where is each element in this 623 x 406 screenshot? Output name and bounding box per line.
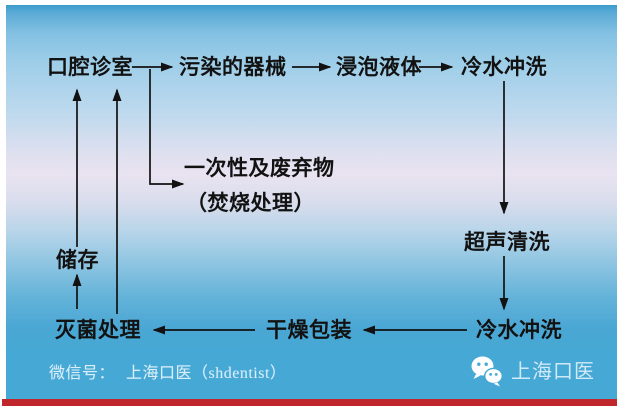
node-contaminated-instruments: 污染的器械 bbox=[179, 55, 287, 79]
node-dry-packaging: 干燥包装 bbox=[266, 318, 352, 342]
brand-signature: 上海口医 bbox=[470, 355, 595, 388]
wechat-account-name: 上海口医（shdentist） bbox=[126, 365, 287, 382]
wechat-id-caption: 微信号： 上海口医（shdentist） bbox=[49, 364, 286, 383]
node-ultrasonic-cleaning: 超声清洗 bbox=[464, 230, 550, 254]
red-divider-bar bbox=[2, 399, 617, 406]
node-storage: 储存 bbox=[56, 248, 99, 272]
arrow-branch-to-disposables bbox=[149, 69, 185, 189]
node-cold-water-rinse-1: 冷水冲洗 bbox=[461, 55, 547, 79]
wechat-icon bbox=[471, 356, 503, 387]
node-sterilization: 灭菌处理 bbox=[55, 318, 141, 342]
node-dental-clinic: 口腔诊室 bbox=[47, 55, 133, 79]
gradient-background bbox=[6, 5, 617, 399]
node-soaking-liquid: 浸泡液体 bbox=[336, 55, 422, 79]
node-incineration: （焚烧处理） bbox=[186, 191, 315, 215]
node-cold-water-rinse-2: 冷水冲洗 bbox=[476, 318, 562, 342]
node-disposables-waste: 一次性及废弃物 bbox=[184, 156, 335, 180]
wechat-id-label: 微信号： bbox=[49, 365, 116, 382]
brand-name: 上海口医 bbox=[511, 360, 595, 383]
